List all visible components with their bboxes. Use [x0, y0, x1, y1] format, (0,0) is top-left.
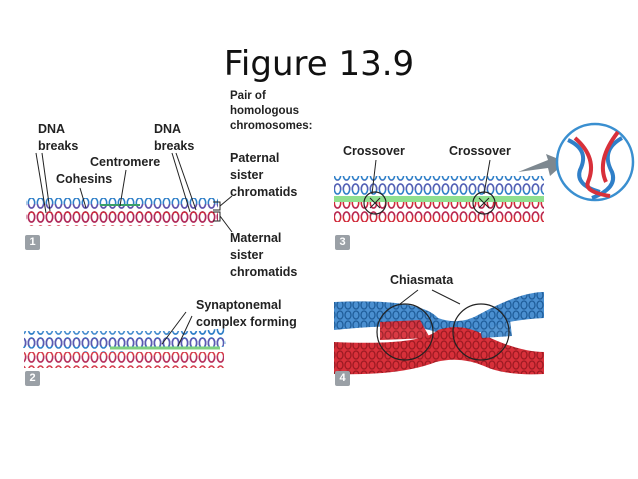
step-badge-1: 1 — [25, 235, 40, 250]
label-crossover-left: Crossover — [343, 144, 405, 158]
panel-3-chromosomes — [334, 122, 635, 222]
label-paternal: Paternal sister chromatids — [230, 151, 298, 199]
label-pair-homologous: Pair of homologous chromosomes: — [230, 90, 313, 132]
label-centromere: Centromere — [90, 155, 161, 169]
chiasma-circle-left — [376, 303, 434, 361]
label-maternal: Maternal sister chromatids — [230, 231, 298, 279]
label-synaptonemal: Synaptonemal complex forming — [196, 298, 297, 329]
chiasma-circle-right — [452, 303, 510, 361]
panel-4-chromosomes — [334, 289, 544, 375]
step-badge-2: 2 — [25, 371, 40, 386]
figure-title: Figure 13.9 — [223, 44, 415, 84]
label-dna-breaks-right: DNA breaks — [154, 122, 195, 153]
label-dna-breaks-left: DNA breaks — [38, 122, 79, 153]
step-badge-3: 3 — [335, 235, 350, 250]
label-cohesins: Cohesins — [56, 172, 113, 186]
label-chiasmata: Chiasmata — [390, 273, 454, 287]
crossover-circle-left — [363, 191, 387, 215]
panel-1-chromosomes — [26, 152, 233, 233]
panel-2-chromosomes — [23, 311, 227, 368]
label-crossover-right: Crossover — [449, 144, 511, 158]
step-badge-4: 4 — [335, 371, 350, 386]
